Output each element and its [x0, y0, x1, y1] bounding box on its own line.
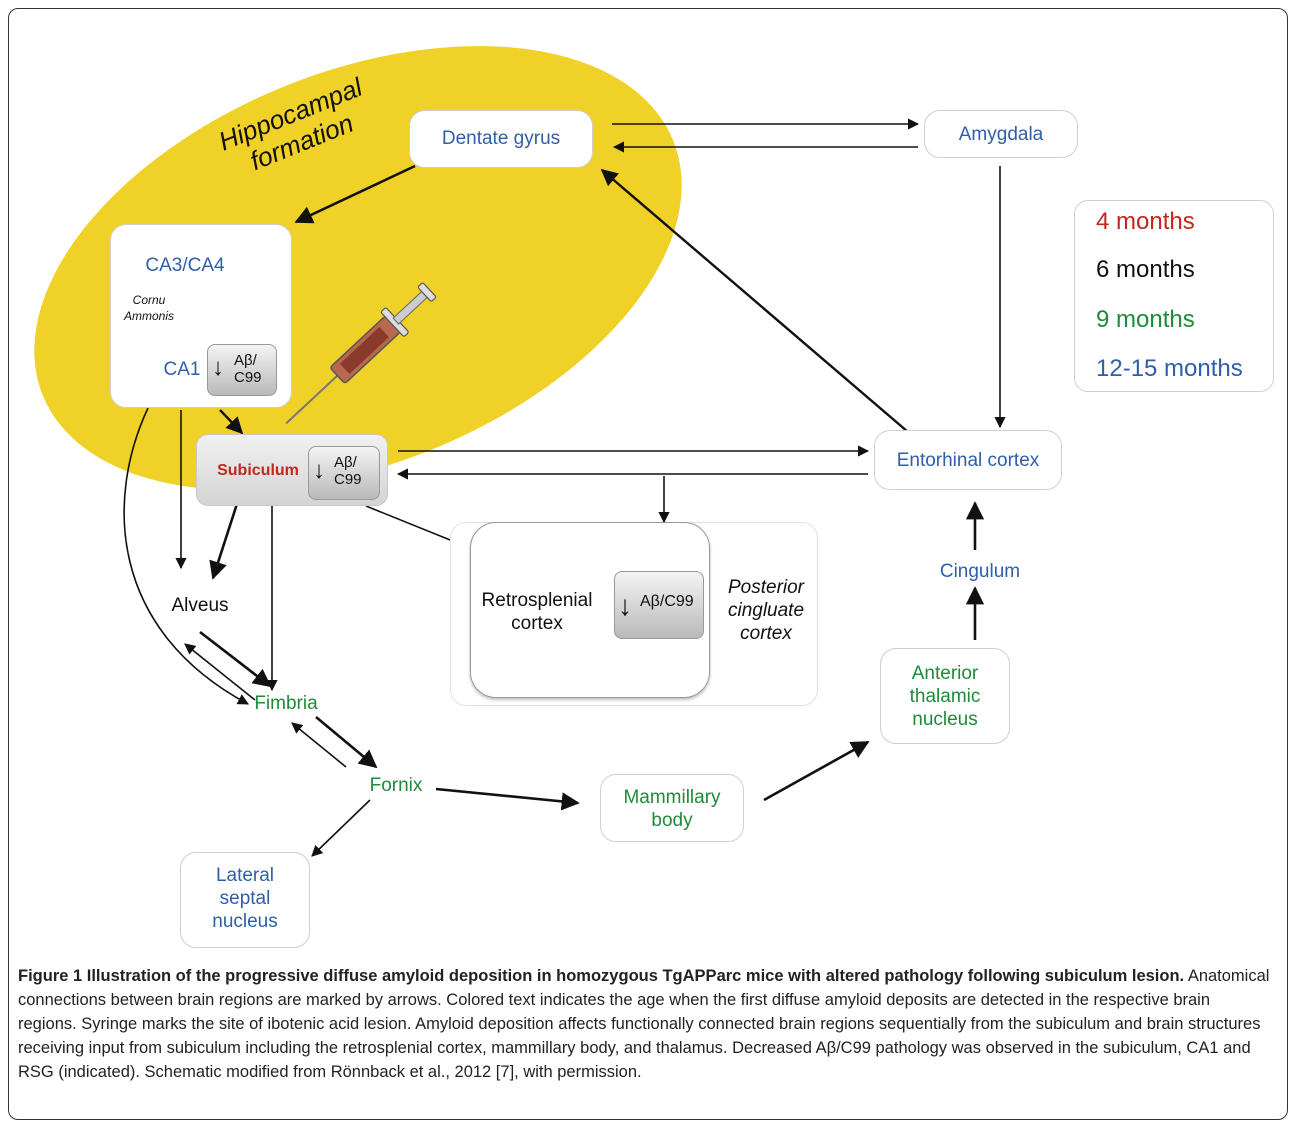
legend-item-12-15-months: 12-15 months	[1096, 355, 1243, 382]
arrow-ca1-to-fimbria	[123, 407, 249, 705]
arrow-fimbria-to-alveus	[184, 643, 256, 701]
anterior-thalamic-label: Anterior thalamic nucleus	[909, 663, 981, 730]
lateral-septal-box	[180, 852, 310, 948]
syringe-icon	[285, 282, 437, 425]
anterior-thalamic-box	[880, 648, 1010, 744]
retrosplenial-cortex-label: Retrosplenial cortex	[481, 590, 593, 634]
mammillary-body-label: Mammillary body	[623, 787, 721, 831]
arrow-fornix-to-mammillary	[435, 787, 580, 811]
arrow-ca1-to-subiculum	[219, 409, 244, 435]
caption-body: Anatomical connections between brain reg…	[18, 967, 1270, 1081]
dentate-gyrus-box	[409, 110, 593, 168]
legend-item-6-months: 6 months	[1096, 256, 1195, 283]
ca1-down-arrow-icon: ↓	[212, 354, 224, 381]
subiculum-ab-text: Aβ/ C99	[334, 454, 362, 488]
cornu-ammonis-label: Cornu Ammonis	[123, 293, 174, 323]
amygdala-label: Amygdala	[958, 124, 1044, 145]
dentate-gyrus-label: Dentate gyrus	[441, 128, 561, 149]
legend-item-9-months: 9 months	[1096, 306, 1195, 333]
arrow-entorhinal-to-dentate	[600, 168, 909, 433]
ca1-ab-text: Aβ/ C99	[234, 352, 262, 386]
subiculum-label: Subiculum	[217, 462, 299, 479]
arrow-mammillary-to-thalamic	[763, 740, 870, 802]
fornix-label: Fornix	[369, 775, 423, 796]
retrosplenial-ab-text: Aβ/C99	[640, 593, 694, 610]
ca1-label: CA1	[163, 359, 201, 380]
arrow-fornix-to-lateral-septal	[311, 799, 371, 857]
subiculum-down-arrow-icon: ↓	[313, 457, 325, 484]
ca3-ca4-label: CA3/CA4	[145, 255, 225, 276]
fimbria-label: Fimbria	[254, 693, 318, 714]
retrosplenial-down-arrow-icon: ↓	[618, 590, 632, 621]
lateral-septal-label: Lateral septal nucleus	[212, 865, 278, 932]
figure-frame	[8, 8, 1288, 1120]
caption-title: Figure 1 Illustration of the progressive…	[18, 967, 1185, 985]
cingulum-label: Cingulum	[939, 561, 1021, 582]
arrow-alveus-to-fimbria	[199, 630, 272, 688]
entorhinal-cortex-box	[874, 430, 1062, 490]
legend-box	[1074, 200, 1274, 392]
posterior-cingulate-label: Posterior cingluate cortex	[727, 577, 805, 644]
mammillary-body-box	[600, 774, 744, 842]
ca1-ab-badge	[207, 344, 277, 396]
alveus-label: Alveus	[171, 595, 229, 616]
figure-caption: Figure 1 Illustration of the progressive…	[18, 964, 1273, 1084]
arrow-fimbria-to-fornix	[315, 716, 378, 769]
entorhinal-cortex-label: Entorhinal cortex	[896, 450, 1040, 471]
retrosplenial-ab-badge	[614, 571, 704, 639]
arrow-dentate-to-ca3	[294, 164, 416, 224]
arrow-fornix-to-fimbria	[291, 722, 347, 768]
subiculum-ab-badge	[308, 446, 380, 500]
amygdala-box	[924, 110, 1078, 158]
legend-item-4-months: 4 months	[1096, 208, 1195, 235]
